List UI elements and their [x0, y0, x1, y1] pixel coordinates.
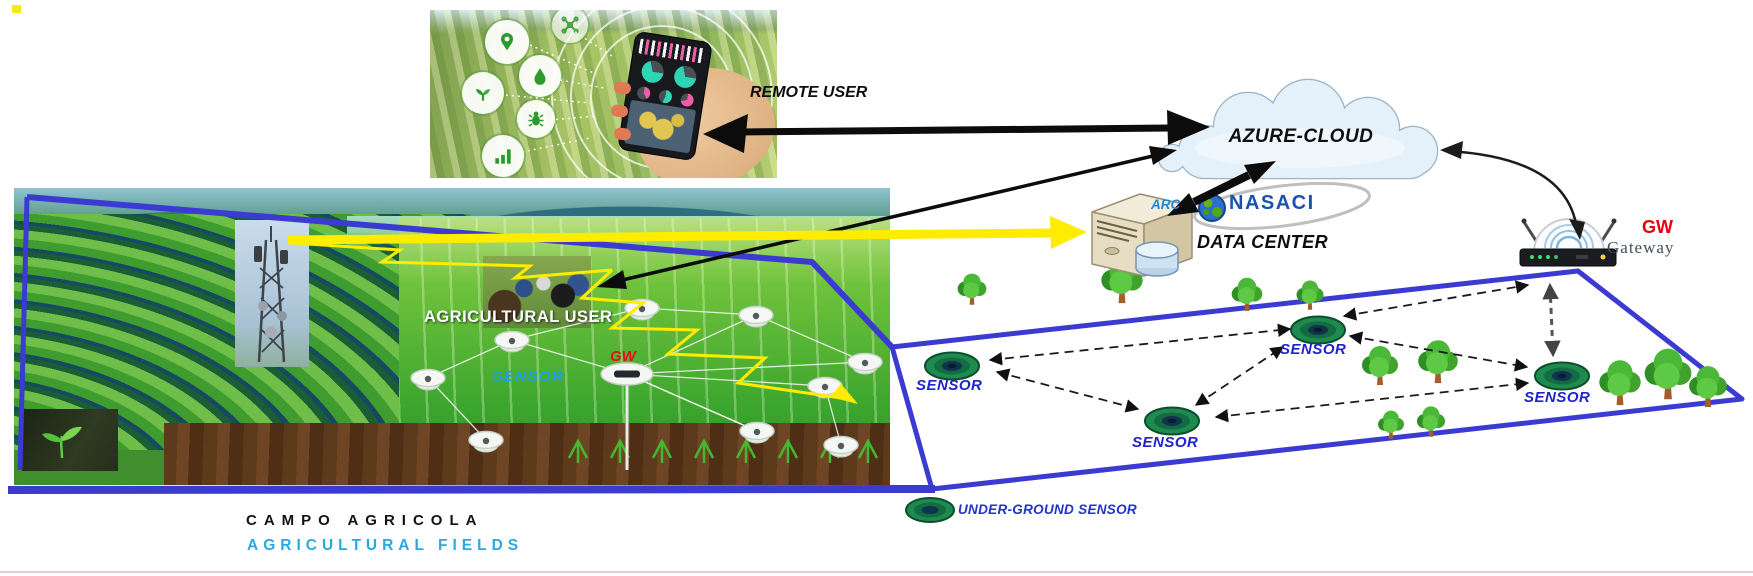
- field-mesh-link: [427, 377, 487, 441]
- field-sensor-pod: [494, 330, 530, 353]
- field-mesh-link: [511, 307, 643, 341]
- database-cylinder-icon: [1135, 241, 1179, 277]
- tree-icon: [1599, 360, 1641, 406]
- gateway-sensor-link: [1542, 282, 1561, 358]
- arrow-cloud-datacenter: [1192, 171, 1251, 206]
- tree-icon: [1689, 366, 1727, 408]
- radio-tower-icon: [257, 226, 286, 363]
- water-drop-icon: [519, 55, 561, 97]
- connections-layer: [988, 280, 1561, 423]
- underground-sensor-node: [1290, 315, 1346, 345]
- underground-sensor-node: [1534, 361, 1590, 391]
- growth-chart-icon: [482, 135, 524, 177]
- arrow-cloud-gateway: [1447, 149, 1579, 231]
- gateway-router-icon: [1519, 218, 1617, 267]
- arrow-tower-datacenter: [287, 228, 1055, 245]
- field-mesh-link: [626, 373, 826, 387]
- sensor-link-dashed: [1214, 377, 1530, 423]
- field-sensor-pod: [738, 305, 774, 328]
- field-mesh-link: [626, 314, 757, 375]
- corner-marker-dot: [12, 5, 21, 13]
- location-pin-icon: [485, 20, 529, 64]
- lightning-bolt: [291, 241, 613, 280]
- sensor-link-dashed: [995, 368, 1140, 413]
- field-sensor-pod: [847, 352, 883, 375]
- field-sensor-pod: [624, 298, 660, 321]
- arrow-phone-cloud: [739, 124, 1173, 136]
- sensors-layer: [924, 315, 1590, 436]
- field-sensor-pod: [410, 368, 446, 391]
- field-bottom-border: [7, 485, 936, 494]
- wifi-waves-icon: [1555, 235, 1583, 249]
- field-mesh-link: [641, 307, 757, 316]
- drone-icon: [552, 10, 588, 43]
- tree-icon: [1296, 280, 1324, 310]
- field-mesh-link: [626, 361, 866, 375]
- lightning-bolt: [578, 268, 849, 401]
- field-mesh-link: [755, 314, 866, 363]
- field-mesh-link: [626, 373, 758, 432]
- agricultural-user-inset-photo: [483, 256, 591, 328]
- yellow-link: [287, 216, 1087, 404]
- sensor-link-dashed: [1194, 346, 1285, 406]
- remote-user-photo: [430, 10, 777, 178]
- seedling-sprout-icon: [42, 426, 82, 459]
- field-gateway-node: [600, 362, 654, 470]
- icon-connector-lines: [505, 31, 613, 153]
- field-sensor-pod: [823, 435, 859, 458]
- sensor-link-dashed: [1342, 280, 1530, 321]
- tower-antenna-icons: [254, 246, 288, 338]
- seedling-inset-photo: [22, 409, 118, 471]
- tree-icon: [1644, 348, 1692, 400]
- data-center-server-icon: [1091, 193, 1193, 277]
- nasaci-logo: [1193, 181, 1371, 231]
- underground-sensor-node: [1144, 406, 1200, 436]
- arrows: [597, 110, 1585, 289]
- plant-icon: [462, 72, 504, 114]
- field-outline: [17, 194, 895, 471]
- tree-icon: [1231, 277, 1263, 311]
- underground-sensor-legend-icon: [905, 497, 955, 523]
- field-sensor-pod: [468, 430, 504, 453]
- underground-sensor-node: [924, 351, 980, 381]
- bottom-divider-line: [0, 571, 1753, 573]
- signal-ring-icon: [551, 10, 773, 178]
- tree-icon: [957, 273, 987, 305]
- field-sensor-pod: [739, 421, 775, 444]
- field-mesh-link: [427, 339, 513, 379]
- sensor-link-dashed: [988, 323, 1292, 366]
- field-pods-layer: [410, 298, 883, 470]
- bug-icon: [517, 100, 555, 138]
- arrow-user-cloud: [617, 154, 1154, 283]
